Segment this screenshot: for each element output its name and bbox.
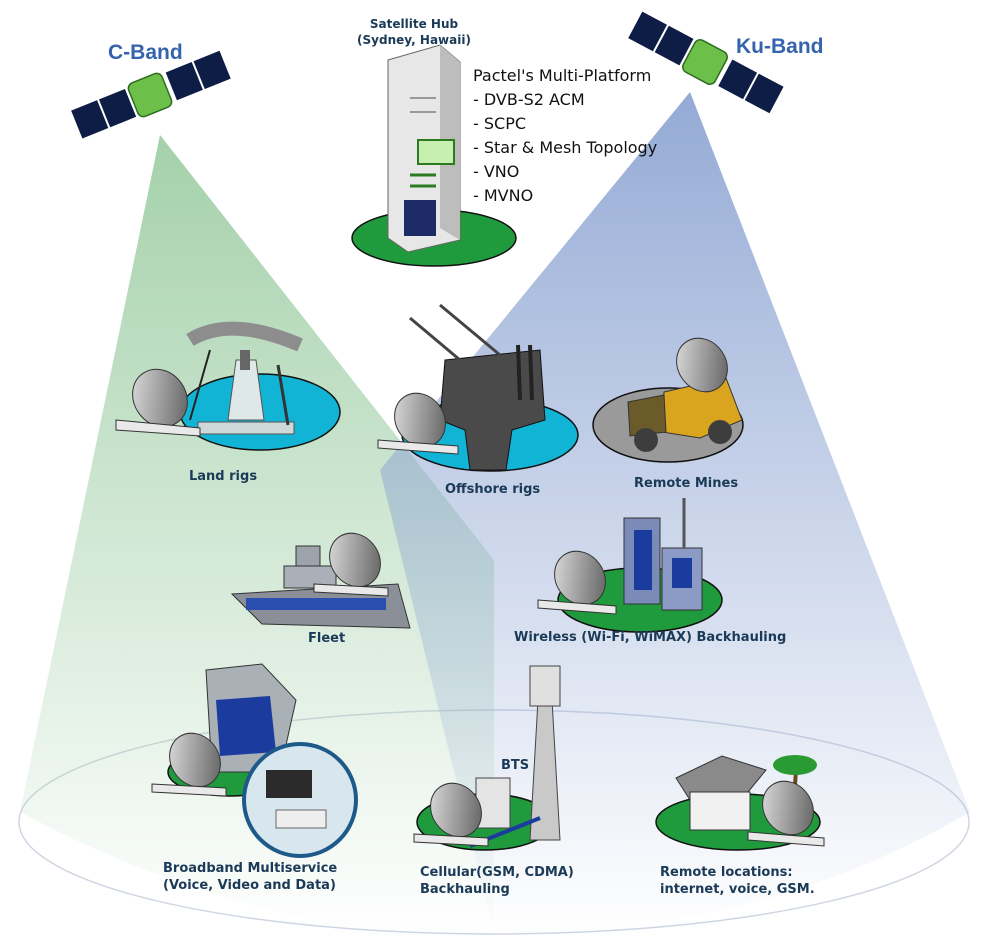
offshore-rig-dish-icon xyxy=(377,392,459,455)
broadband-label-line2: (Voice, Video and Data) xyxy=(163,878,336,893)
feature-list: - DVB-S2 ACM - SCPC - Star & Mesh Topolo… xyxy=(473,88,657,208)
remote-mines-label: Remote Mines xyxy=(634,476,739,491)
remote-label-line1: Remote locations: xyxy=(660,865,793,880)
fleet-dish-icon xyxy=(313,532,389,597)
cellular-label-line2: Backhauling xyxy=(420,882,510,897)
c-band-beam xyxy=(20,135,494,936)
ku-band-beam xyxy=(380,92,970,935)
broadband-dish-icon xyxy=(151,732,227,797)
land-rig-icon xyxy=(179,321,341,451)
hub-title: Satellite Hub (Sydney, Hawaii) xyxy=(349,16,479,48)
remote-locations-label: Remote locations: internet, voice, GSM. xyxy=(660,864,815,898)
broadband-label-line1: Broadband Multiservice xyxy=(163,861,338,876)
feature-item: - VNO xyxy=(473,162,520,181)
c-band-satellite-icon xyxy=(68,48,234,142)
land-rig-dish-icon xyxy=(115,368,201,437)
broadband-building-icon xyxy=(167,663,358,858)
land-rigs-label: Land rigs xyxy=(189,469,258,484)
feature-item: - Star & Mesh Topology xyxy=(473,138,658,157)
remote-label-line2: internet, voice, GSM. xyxy=(660,882,815,897)
fleet-label: Fleet xyxy=(308,631,346,646)
feature-item: - SCPC xyxy=(473,114,527,133)
wireless-dish-icon xyxy=(537,550,617,615)
cellular-label-line1: Cellular(GSM, CDMA) xyxy=(420,865,574,880)
hub-title-line1: Satellite Hub xyxy=(369,17,459,31)
hub-title-line2: (Sydney, Hawaii) xyxy=(357,33,471,47)
ku-band-satellite-icon xyxy=(625,8,787,116)
wireless-backhauling-label: Wireless (Wi-Fi, WiMAX) Backhauling xyxy=(514,630,787,645)
cellular-backhauling-label: Cellular(GSM, CDMA) Backhauling xyxy=(420,864,574,898)
platform-title: Pactel's Multi-Platform xyxy=(473,66,652,85)
satellite-hub-server-icon xyxy=(351,44,517,267)
remote-dish-icon xyxy=(747,780,825,847)
c-band-label: C-Band xyxy=(108,41,183,64)
ku-band-label: Ku-Band xyxy=(736,35,824,58)
feature-item: - MVNO xyxy=(473,186,534,205)
feature-item: - DVB-S2 ACM xyxy=(473,90,585,109)
cellular-dish-icon xyxy=(413,782,489,847)
broadband-label: Broadband Multiservice (Voice, Video and… xyxy=(163,860,337,894)
offshore-rigs-label: Offshore rigs xyxy=(445,482,541,497)
bts-label: BTS xyxy=(501,758,530,773)
remote-mine-truck-icon xyxy=(592,377,744,463)
platform-features: Pactel's Multi-Platform - DVB-S2 ACM - S… xyxy=(473,64,657,208)
remote-mine-dish-icon xyxy=(676,337,728,393)
